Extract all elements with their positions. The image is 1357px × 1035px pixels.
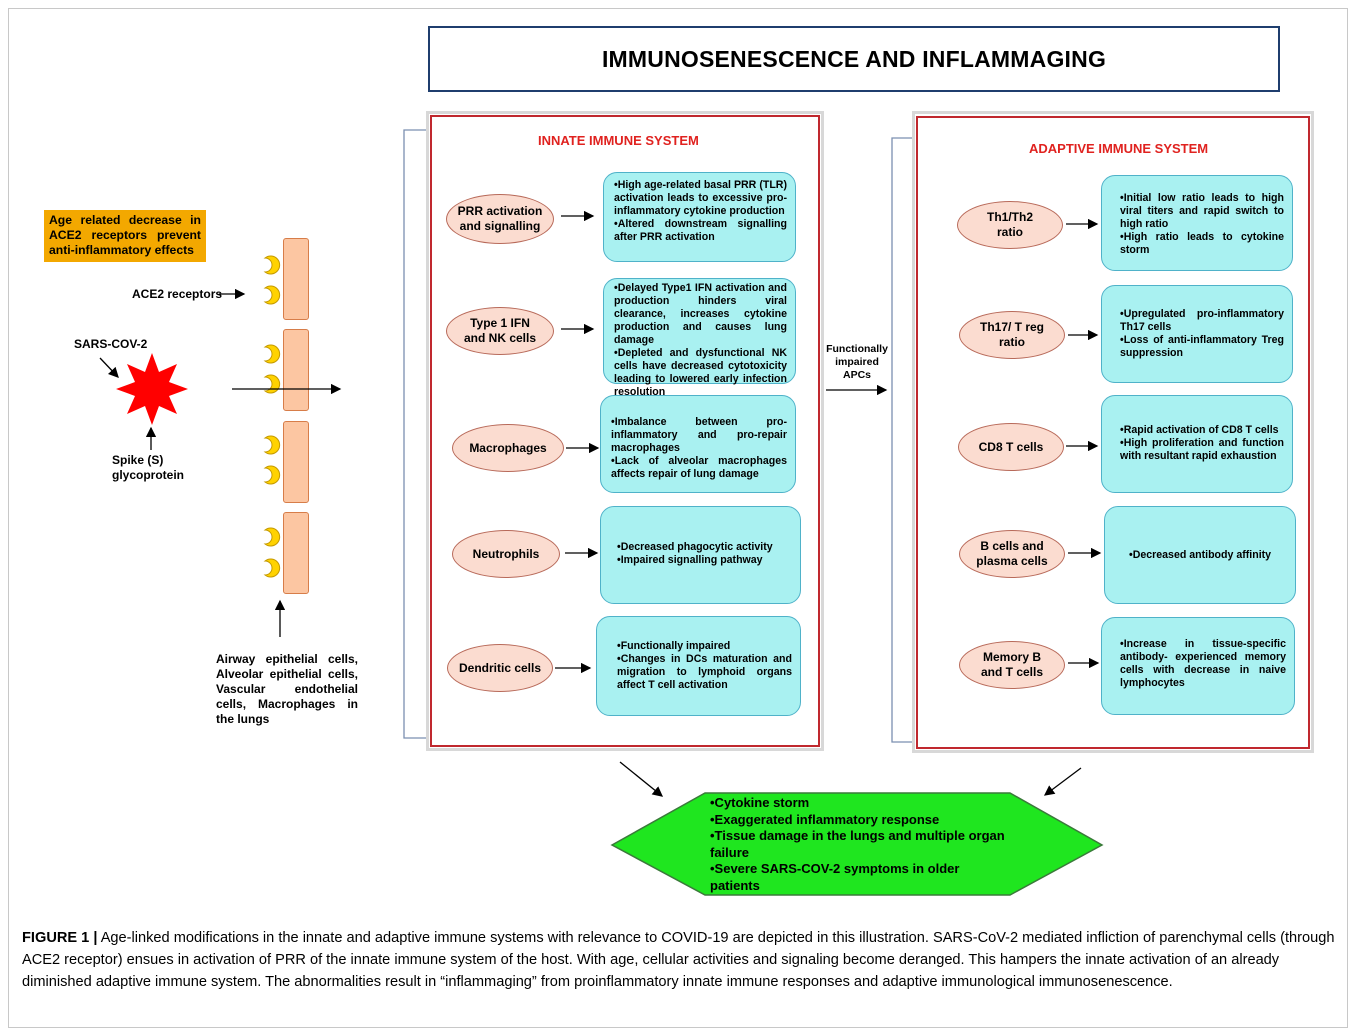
host-cell-2 — [283, 329, 309, 411]
ace2-decrease-note: Age related decrease in ACE2 receptors p… — [44, 210, 206, 262]
memory-info-box: •Increase in tissue-specific antibody- e… — [1101, 617, 1295, 715]
ace2-receptor-icons — [263, 255, 281, 578]
th1-th2-info-box: •Initial low ratio leads to high viral t… — [1101, 175, 1293, 271]
dendritic-info-box: •Functionally impaired •Changes in DCs m… — [596, 616, 801, 716]
th17-treg-oval: Th17/ T reg ratio — [959, 311, 1065, 359]
adaptive-title: ADAPTIVE IMMUNE SYSTEM — [1029, 141, 1209, 156]
th17-treg-info-box: •Upregulated pro-inflammatory Th17 cells… — [1101, 285, 1293, 383]
target-cells-label: Airway epithelial cells, Alveolar epithe… — [216, 652, 358, 726]
virus-label: SARS-COV-2 — [74, 337, 148, 351]
figure-caption: FIGURE 1 | Age-linked modifications in t… — [22, 927, 1337, 993]
caption-text: Age-linked modifications in the innate a… — [22, 930, 1335, 990]
innate-bracket — [403, 129, 426, 739]
prr-oval: PRR activation and signalling — [446, 194, 554, 244]
virus-pointer-arrow — [99, 357, 119, 378]
neutrophils-info-box: •Decreased phagocytic activity •Impaired… — [600, 506, 801, 604]
adaptive-panel-outer — [912, 111, 1314, 753]
ace2-receptors-label: ACE2 receptors — [132, 287, 223, 301]
cd8-oval: CD8 T cells — [958, 423, 1064, 471]
host-cell-4 — [283, 512, 309, 594]
macrophages-info-box: •Imbalance between pro-inflammatory and … — [600, 395, 796, 493]
cd8-info-box: •Rapid activation of CD8 T cells •High p… — [1101, 395, 1293, 493]
virus-icon — [116, 353, 188, 425]
adaptive-bracket — [891, 137, 912, 743]
prr-info-box: •High age-related basal PRR (TLR) activa… — [603, 172, 796, 262]
b-plasma-info-box: •Decreased antibody affinity — [1104, 506, 1296, 604]
host-cell-3 — [283, 421, 309, 503]
adaptive-panel — [916, 116, 1310, 749]
innate-title: INNATE IMMUNE SYSTEM — [538, 133, 699, 148]
caption-label: FIGURE 1 | — [22, 930, 98, 946]
figure-frame — [8, 8, 1348, 1028]
apc-label: Functionally impaired APCs — [826, 343, 888, 381]
diagram-title: IMMUNOSENESCENCE AND INFLAMMAGING — [428, 26, 1280, 92]
memory-oval: Memory B and T cells — [959, 641, 1065, 689]
ifn-nk-info-box: •Delayed Type1 IFN activation and produc… — [603, 278, 796, 398]
outcome-hexagon — [610, 792, 1104, 896]
th1-th2-oval: Th1/Th2 ratio — [957, 201, 1063, 249]
neutrophils-oval: Neutrophils — [452, 530, 560, 578]
innate-panel — [430, 115, 820, 747]
innate-panel-outer — [426, 111, 824, 751]
dendritic-oval: Dendritic cells — [447, 644, 553, 692]
host-cell-1 — [283, 238, 309, 320]
macrophages-oval: Macrophages — [452, 424, 564, 472]
ifn-nk-oval: Type 1 IFN and NK cells — [446, 307, 554, 355]
outcome-list: •Cytokine storm •Exaggerated inflammator… — [710, 795, 1005, 893]
b-plasma-oval: B cells and plasma cells — [959, 530, 1065, 578]
spike-glycoprotein-label: Spike (S) glycoprotein — [112, 453, 185, 482]
